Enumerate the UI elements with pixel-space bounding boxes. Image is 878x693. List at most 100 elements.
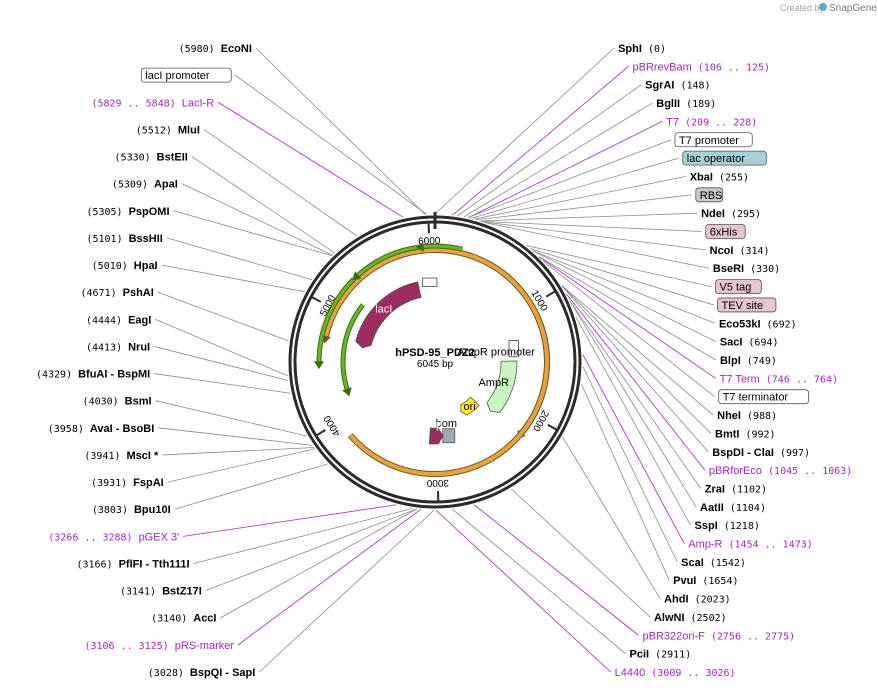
label-text-prs-marker: (3106 .. 3125)pRS-marker bbox=[84, 640, 234, 652]
label-acci[interactable]: (3140)AccI bbox=[151, 613, 216, 625]
label-eco53ki[interactable]: Eco53kI(692) bbox=[719, 318, 797, 330]
brand-created-by: Created by bbox=[780, 3, 825, 13]
label-sspi[interactable]: SspI(1218) bbox=[695, 520, 760, 532]
label-pos-ncoi: (314) bbox=[739, 246, 769, 257]
label-t7-promoter[interactable]: T7 promoter bbox=[674, 132, 753, 148]
label-pbr322ori-f[interactable]: pBR322ori-F(2756 .. 2775) bbox=[643, 630, 796, 642]
label-bspqi-sapi[interactable]: (3028)BspQI - SapI bbox=[148, 667, 256, 679]
label-name-zrai: ZraI bbox=[705, 483, 725, 495]
leader-pspomi bbox=[173, 210, 333, 257]
label-pos-bseri: (330) bbox=[750, 264, 780, 275]
label-bmti[interactable]: BmtI(992) bbox=[715, 428, 776, 440]
leader-lines bbox=[154, 47, 717, 673]
leader-bspqi-sapi bbox=[259, 509, 435, 673]
label-text-mlui: (5512)MluI bbox=[136, 124, 200, 136]
label-eagi[interactable]: (4444)EagI bbox=[86, 314, 151, 326]
label-hpai[interactable]: (5010)HpaI bbox=[92, 260, 158, 272]
label-6xhis[interactable]: 6xHis bbox=[705, 224, 746, 239]
label-pbrforeco[interactable]: pBRforEco(1045 .. 1063) bbox=[709, 465, 853, 477]
label-name-bstz17i: BstZ17I bbox=[162, 586, 202, 598]
label-bpu10i[interactable]: (3803)Bpu10I bbox=[92, 504, 171, 516]
label-bstz17i[interactable]: (3141)BstZ17I bbox=[120, 586, 202, 598]
leader-blpi bbox=[538, 256, 717, 361]
label-msci[interactable]: (3941)MscI * bbox=[84, 450, 159, 462]
label-pvui[interactable]: PvuI(1654) bbox=[673, 575, 738, 587]
label-zrai[interactable]: ZraI(1102) bbox=[705, 483, 767, 495]
label-text-sspi: SspI(1218) bbox=[695, 520, 760, 532]
label-box-t7-terminator bbox=[718, 389, 809, 405]
leader-bglii bbox=[463, 102, 653, 218]
label-text-bsmi: (4030)BsmI bbox=[83, 396, 152, 408]
label-aatii[interactable]: AatII(1104) bbox=[700, 502, 766, 514]
label-sphi[interactable]: SphI(0) bbox=[618, 43, 666, 55]
label-v5-tag[interactable]: V5 tag bbox=[715, 279, 762, 294]
leader-t7-term bbox=[539, 256, 716, 379]
label-fspai[interactable]: (3931)FspAI bbox=[91, 477, 164, 489]
label-t7-term[interactable]: T7 Term(746 .. 764) bbox=[720, 373, 838, 385]
leader-avai-bsobi bbox=[158, 427, 313, 446]
label-laci-promoter[interactable]: lacI promoter bbox=[140, 67, 232, 83]
label-pos-bmti: (992) bbox=[745, 429, 775, 440]
label-name-pcii: PciI bbox=[630, 649, 650, 661]
label-pos-eagi: (4444) bbox=[86, 315, 122, 326]
label-tev-site[interactable]: TEV site bbox=[717, 297, 777, 313]
label-mlui[interactable]: (5512)MluI bbox=[136, 124, 200, 136]
label-avai-bsobi[interactable]: (3958)AvaI - BsoBI bbox=[48, 423, 155, 435]
label-scai[interactable]: ScaI(1542) bbox=[681, 557, 746, 569]
plasmid-name: hPSD-95_PDZ2 bbox=[395, 347, 474, 359]
label-bsshii[interactable]: (5101)BssHII bbox=[86, 233, 162, 245]
label-laci-r[interactable]: (5829 .. 5848)LacI-R bbox=[91, 97, 214, 109]
label-pcii[interactable]: PciI(2911) bbox=[630, 649, 692, 661]
label-text-aatii: AatII(1104) bbox=[700, 502, 766, 514]
label-ndei[interactable]: NdeI(295) bbox=[701, 208, 761, 220]
leader-econi bbox=[255, 47, 426, 215]
label-pshai[interactable]: (4671)PshAI bbox=[80, 287, 153, 299]
label-bsteii[interactable]: (5330)BstEII bbox=[115, 152, 188, 164]
label-bfuai-bspmi[interactable]: (4329)BfuAI - BspMI bbox=[36, 369, 150, 381]
label-text-alwni: AlwNI(2502) bbox=[654, 612, 727, 624]
label-text-xbai: XbaI(255) bbox=[690, 171, 749, 183]
label-pos-pbrrevbam: (106 .. 125) bbox=[698, 62, 770, 73]
label-xbai[interactable]: XbaI(255) bbox=[690, 171, 749, 183]
leader-tev-site bbox=[529, 248, 714, 306]
label-econi[interactable]: (5980)EcoNI bbox=[179, 43, 252, 55]
label-text-pspomi: (5305)PspOMI bbox=[86, 206, 169, 218]
label-box-laci-promoter bbox=[140, 67, 232, 83]
label-sgrai[interactable]: SgrAI(148) bbox=[645, 80, 710, 92]
label-alwni[interactable]: AlwNI(2502) bbox=[654, 612, 727, 624]
label-rbs[interactable]: RBS bbox=[695, 187, 724, 203]
label-pflfi-tth111i[interactable]: (3166)PflFI - Tth111I bbox=[76, 558, 189, 570]
label-name-ndei: NdeI bbox=[701, 208, 725, 220]
leader-prs-marker bbox=[237, 508, 422, 646]
label-blpi[interactable]: BlpI(749) bbox=[720, 355, 777, 367]
label-bspdi-clai[interactable]: BspDI - ClaI(997) bbox=[712, 447, 810, 459]
label-ahdi[interactable]: AhdI(2023) bbox=[664, 594, 731, 606]
label-nhei[interactable]: NheI(988) bbox=[717, 410, 777, 422]
label-pos-apai: (5309) bbox=[112, 180, 148, 191]
leader-eco53ki bbox=[532, 250, 716, 324]
label-bsmi[interactable]: (4030)BsmI bbox=[83, 396, 152, 408]
label-prs-marker[interactable]: (3106 .. 3125)pRS-marker bbox=[84, 640, 234, 652]
label-amp-r[interactable]: Amp-R(1454 .. 1473) bbox=[688, 539, 813, 551]
label-name-econi: EcoNI bbox=[221, 43, 252, 55]
label-pgex-3[interactable]: (3266 .. 3288)pGEX 3' bbox=[48, 531, 179, 543]
label-t7[interactable]: T7(209 .. 228) bbox=[666, 116, 757, 128]
label-pos-t7-term: (746 .. 764) bbox=[766, 374, 838, 385]
label-text-pbrforeco: pBRforEco(1045 .. 1063) bbox=[709, 465, 853, 477]
label-nrui[interactable]: (4413)NruI bbox=[86, 341, 150, 353]
label-lac-operator[interactable]: lac operator bbox=[682, 150, 767, 166]
feature-ampr-promoter-label: AmpR promoter bbox=[457, 347, 535, 359]
label-bseri[interactable]: BseRI(330) bbox=[713, 263, 780, 275]
label-name-fspai: FspAI bbox=[133, 477, 164, 489]
label-name-acci: AccI bbox=[193, 613, 216, 625]
label-bglii[interactable]: BglII(189) bbox=[656, 98, 716, 110]
label-pbrrevbam[interactable]: pBRrevBam(106 .. 125) bbox=[632, 61, 770, 73]
label-name-bpu10i: Bpu10I bbox=[134, 504, 171, 516]
label-saci[interactable]: SacI(694) bbox=[720, 337, 779, 349]
label-ncoi[interactable]: NcoI(314) bbox=[710, 245, 770, 257]
label-t7-terminator[interactable]: T7 terminator bbox=[718, 389, 809, 405]
label-apai[interactable]: (5309)ApaI bbox=[112, 179, 178, 191]
label-l4440[interactable]: L4440(3009 .. 3026) bbox=[615, 667, 736, 679]
label-pos-prs-marker: (3106 .. 3125) bbox=[84, 641, 168, 652]
label-pspomi[interactable]: (5305)PspOMI bbox=[86, 206, 169, 218]
